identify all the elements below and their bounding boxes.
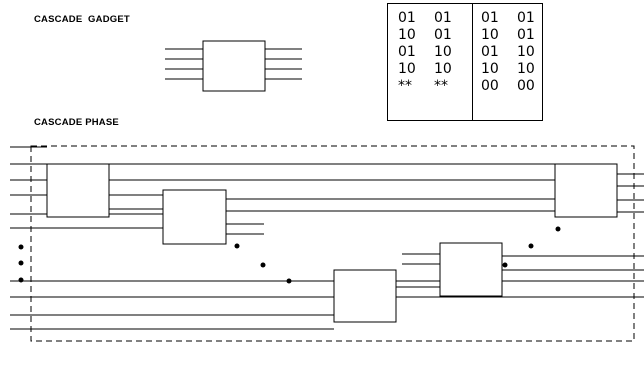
truth-table-row: 10 01 <box>398 27 472 44</box>
truth-table-cell: 01 <box>517 27 535 43</box>
truth-table-row: 00 00 <box>481 78 542 95</box>
phase-wires <box>10 146 644 330</box>
truth-table-cell: 10 <box>434 44 452 60</box>
truth-table-cell: 01 <box>434 10 452 26</box>
gadget-input-wires <box>165 48 203 80</box>
gadget-box <box>202 40 266 92</box>
truth-table-row: ** ** <box>398 78 472 95</box>
truth-table-cell: 00 <box>517 78 535 94</box>
truth-table-cell: 01 <box>398 10 416 26</box>
cascade-gadget <box>165 40 302 92</box>
truth-table-cell: 10 <box>517 44 535 60</box>
truth-table-cell: 01 <box>517 10 535 26</box>
cascade-phase-label: CASCADE PHASE <box>34 117 119 128</box>
truth-table-cell: 00 <box>481 78 499 94</box>
truth-table-row: 01 10 <box>398 44 472 61</box>
dot <box>18 277 24 283</box>
dot <box>502 262 508 268</box>
phase-boundary <box>30 145 635 342</box>
phase-box-4 <box>439 242 503 297</box>
dot <box>286 278 292 284</box>
truth-table-row: 10 10 <box>398 61 472 78</box>
truth-table-cell: 10 <box>481 61 499 77</box>
truth-table-row: 01 01 <box>481 10 542 27</box>
continuation-dots <box>18 226 561 284</box>
truth-table-cell: 01 <box>481 10 499 26</box>
gadget-output-wires <box>265 48 302 80</box>
dot <box>234 243 240 249</box>
phase-boxes <box>46 163 618 323</box>
cascade-gadget-label: CASCADE GADGET <box>34 14 130 25</box>
dot <box>18 260 24 266</box>
truth-table-cell: 10 <box>517 61 535 77</box>
dot <box>260 262 266 268</box>
truth-table-cell: 10 <box>481 27 499 43</box>
dot <box>528 243 534 249</box>
truth-table-cell: ** <box>434 78 448 94</box>
truth-table-cell: 01 <box>398 44 416 60</box>
truth-table-cell: 01 <box>481 44 499 60</box>
dot <box>555 226 561 232</box>
phase-box-2 <box>162 189 227 245</box>
dot <box>18 244 24 250</box>
truth-table-cell: ** <box>398 78 412 94</box>
phase-box-1 <box>46 163 110 218</box>
phase-box-5 <box>554 163 618 218</box>
truth-table-row: 10 10 <box>481 61 542 78</box>
truth-table-cell: 10 <box>434 61 452 77</box>
truth-table-row: 01 10 <box>481 44 542 61</box>
truth-table-cell: 10 <box>398 61 416 77</box>
truth-table-row: 01 01 <box>398 10 472 27</box>
truth-table-row: 10 01 <box>481 27 542 44</box>
phase-box-3 <box>333 269 397 323</box>
truth-table-cell: 01 <box>434 27 452 43</box>
truth-table-cell: 10 <box>398 27 416 43</box>
